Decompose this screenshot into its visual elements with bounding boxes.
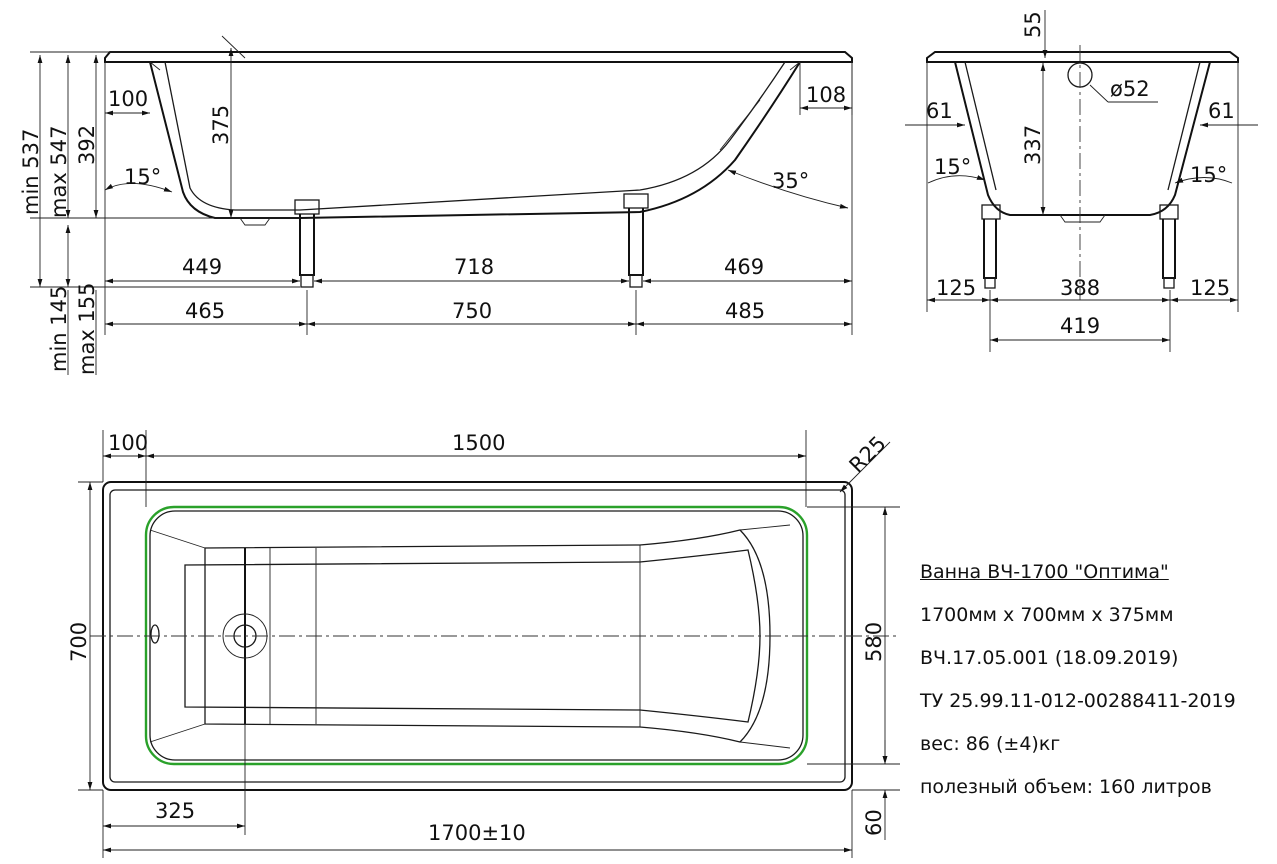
dim-125-right: 125 bbox=[1190, 276, 1230, 300]
dim-61-left: 61 bbox=[926, 99, 953, 123]
dim-55: 55 bbox=[1021, 11, 1045, 38]
dim-750: 750 bbox=[452, 299, 492, 323]
spec-volume: полезный объем: 160 литров bbox=[920, 776, 1212, 798]
end-leg-left bbox=[981, 204, 1001, 289]
dim-388: 388 bbox=[1060, 276, 1100, 300]
dim-108: 108 bbox=[806, 83, 846, 107]
side-body-outline bbox=[149, 61, 801, 219]
dim-700: 700 bbox=[67, 622, 91, 662]
side-rim bbox=[104, 51, 853, 63]
plan-overflow bbox=[150, 624, 160, 644]
leg-left bbox=[294, 199, 320, 288]
dim-337: 337 bbox=[1021, 125, 1045, 165]
spec-title: Ванна ВЧ-1700 "Оптима" bbox=[920, 561, 1169, 583]
dim-60: 60 bbox=[862, 809, 886, 836]
end-body-outline bbox=[954, 61, 1211, 216]
dim-1700: 1700±10 bbox=[428, 821, 526, 845]
dim-phi52: ø52 bbox=[1110, 77, 1150, 101]
end-leg-right bbox=[1159, 204, 1179, 289]
dim-max547: max 547 bbox=[47, 125, 71, 218]
plan-inner-rim bbox=[144, 505, 809, 766]
dim-min145: min 145 bbox=[47, 286, 71, 372]
angle-15-right: 15° bbox=[1190, 163, 1227, 187]
side-inner-line bbox=[164, 61, 786, 211]
dim-min537: min 537 bbox=[19, 129, 43, 215]
dim-419: 419 bbox=[1060, 314, 1100, 338]
dim-max155: max 155 bbox=[75, 282, 99, 375]
dim-325: 325 bbox=[155, 799, 195, 823]
end-view: 337 55 ø52 61 61 15° 15° bbox=[905, 10, 1258, 352]
angle-15-side: 15° bbox=[124, 165, 161, 189]
leg-right bbox=[623, 193, 649, 288]
end-rim bbox=[926, 51, 1239, 63]
plan-view: 100 1500 R25 700 580 60 325 1700±10 bbox=[67, 430, 900, 858]
dim-1500: 1500 bbox=[452, 431, 505, 455]
spec-code: ВЧ.17.05.001 (18.09.2019) bbox=[920, 647, 1179, 669]
angle-35: 35° bbox=[772, 169, 809, 193]
dim-580: 580 bbox=[862, 622, 886, 662]
spec-standard: ТУ 25.99.11-012-00288411-2019 bbox=[920, 690, 1236, 712]
dim-r25: R25 bbox=[845, 431, 891, 477]
dim-718: 718 bbox=[454, 255, 494, 279]
dim-125-left: 125 bbox=[936, 276, 976, 300]
dim-100-plan: 100 bbox=[108, 431, 148, 455]
spec-weight: вес: 86 (±4)кг bbox=[920, 733, 1061, 755]
side-view: 375 392 max 547 min 537 min 145 max 155 … bbox=[19, 35, 853, 375]
angle-15-left: 15° bbox=[934, 155, 971, 179]
dim-100-side: 100 bbox=[108, 87, 148, 111]
dim-449: 449 bbox=[182, 255, 222, 279]
dim-392: 392 bbox=[75, 125, 99, 165]
dim-375: 375 bbox=[209, 105, 233, 145]
dim-469: 469 bbox=[724, 255, 764, 279]
dim-485: 485 bbox=[725, 299, 765, 323]
spec-size: 1700мм x 700мм x 375мм bbox=[920, 604, 1174, 626]
dim-465: 465 bbox=[185, 299, 225, 323]
dim-61-right: 61 bbox=[1208, 99, 1235, 123]
